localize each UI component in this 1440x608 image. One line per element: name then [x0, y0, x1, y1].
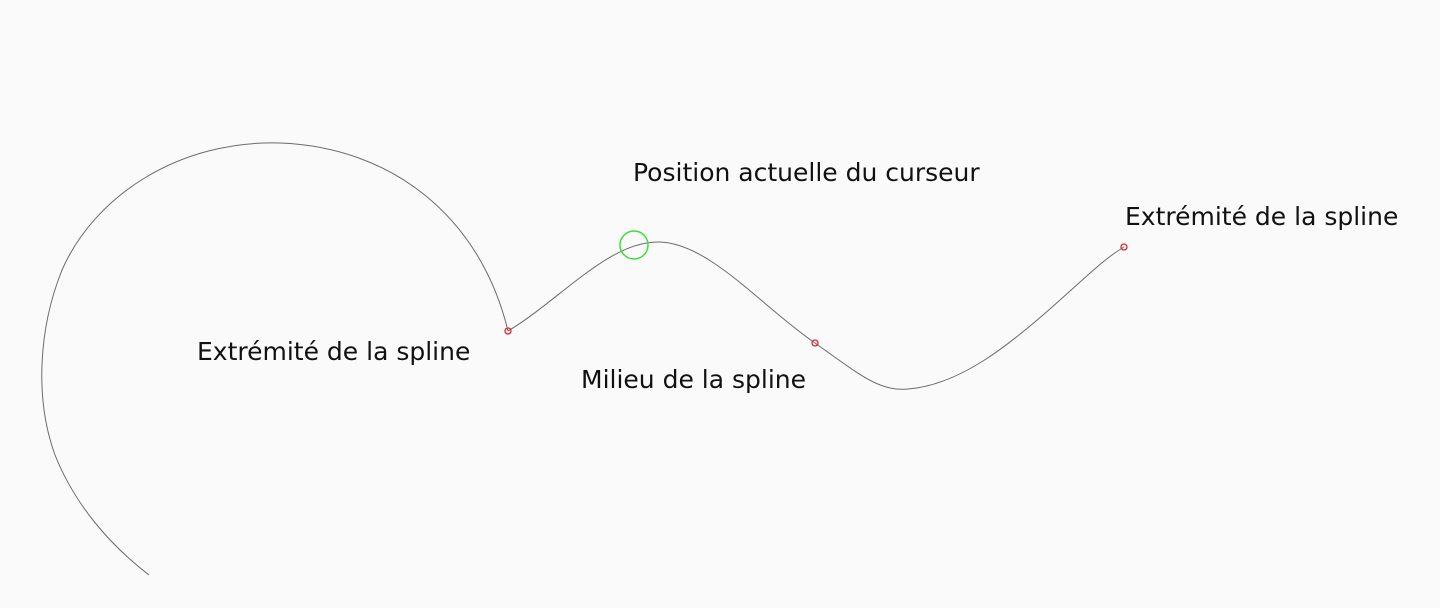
cursor-marker [619, 230, 649, 260]
spline-end-right-label: Extrémité de la spline [1125, 202, 1399, 231]
spline-end-right-point[interactable] [1120, 243, 1128, 251]
cursor-position-label: Position actuelle du curseur [633, 158, 980, 187]
spline-end-left-label: Extrémité de la spline [197, 337, 471, 366]
spline-middle-label: Milieu de la spline [581, 365, 806, 394]
arc-curve [41, 142, 509, 576]
spline-end-left-point[interactable] [504, 327, 512, 335]
spline-curve [507, 241, 1125, 390]
spline-middle-point[interactable] [811, 339, 819, 347]
